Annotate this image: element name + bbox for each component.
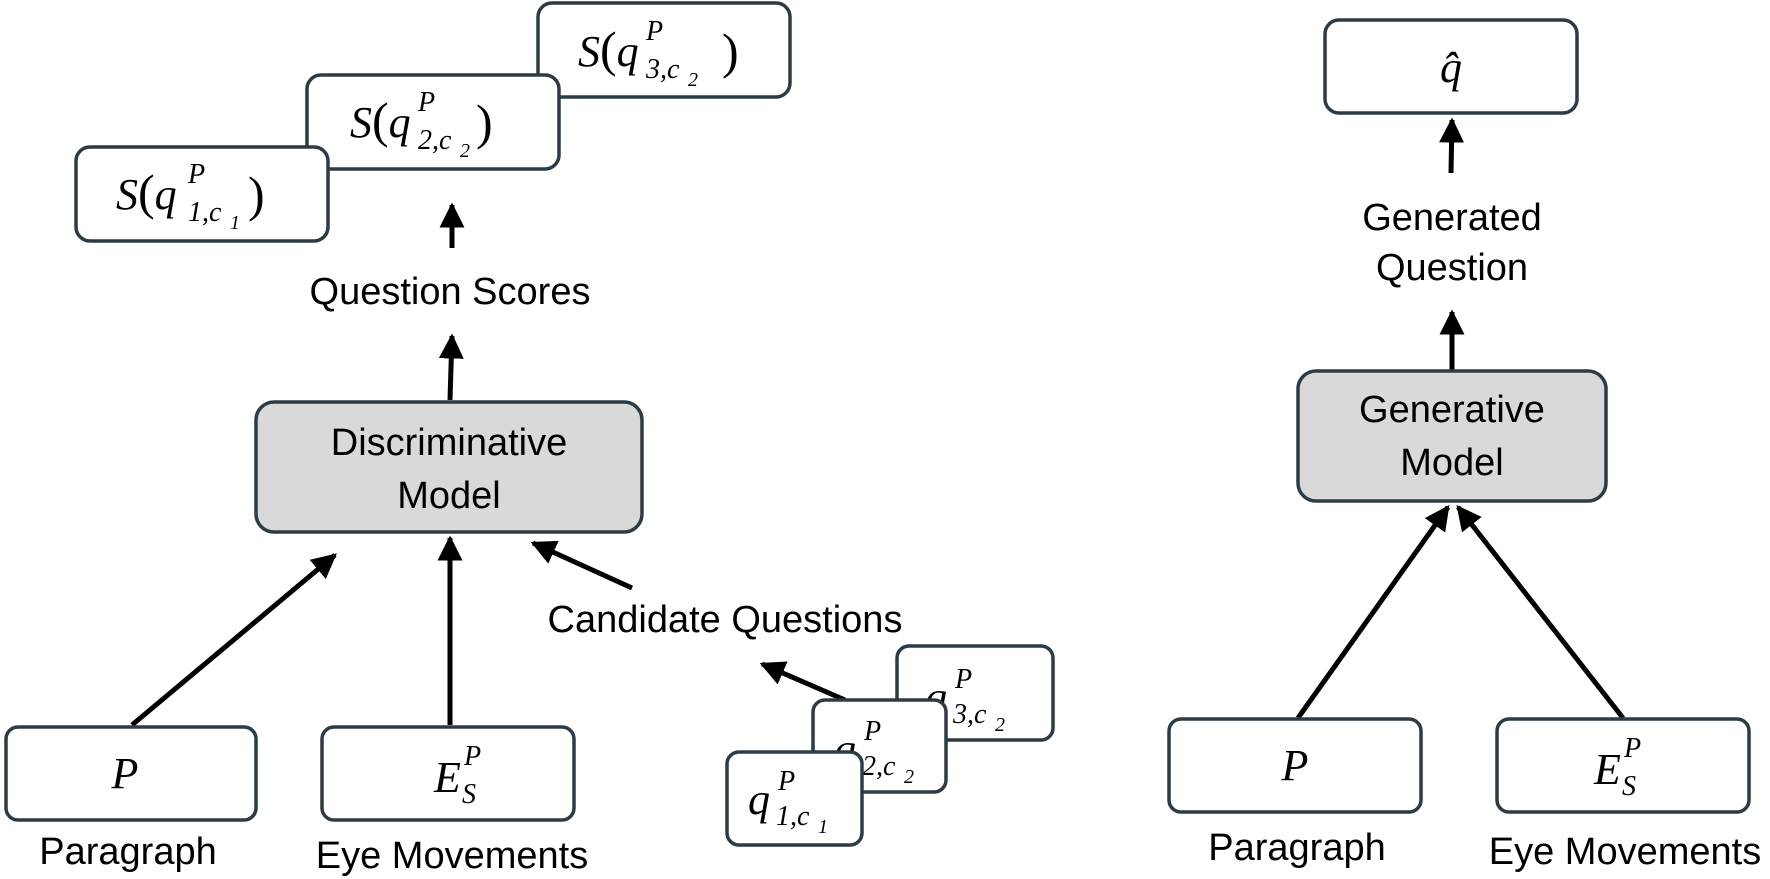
eye-movements-label-left: Eye Movements <box>316 835 588 877</box>
generative-model-box: Generative Model <box>1296 369 1608 503</box>
svg-text:P: P <box>111 749 139 798</box>
svg-text:P: P <box>645 16 663 47</box>
svg-text:Discriminative: Discriminative <box>331 422 567 464</box>
question-scores-label: Question Scores <box>310 271 591 313</box>
svg-text:Model: Model <box>397 475 501 517</box>
arrow-candidates-stack-to-label <box>759 661 846 703</box>
svg-text:1,c: 1,c <box>188 197 222 228</box>
svg-text:P: P <box>1623 733 1641 764</box>
arrow-eye-to-generative <box>1456 505 1625 720</box>
arrow-paragraph-to-model <box>130 553 337 727</box>
paragraph-label-right: Paragraph <box>1208 827 1385 869</box>
svg-text:S(q: S(q <box>116 164 177 220</box>
svg-text:): ) <box>248 166 265 222</box>
discriminative-model-box: Discriminative Model <box>254 400 644 534</box>
svg-text:): ) <box>722 23 739 79</box>
eye-movements-label-right: Eye Movements <box>1489 831 1761 873</box>
svg-text:2: 2 <box>688 69 698 91</box>
score-box-3: S(q P 3,c 2 ) <box>536 1 792 99</box>
arrow-label-to-output <box>1439 117 1465 174</box>
svg-text:2,c: 2,c <box>862 751 896 782</box>
svg-text:): ) <box>476 94 493 150</box>
svg-text:2: 2 <box>460 140 470 162</box>
svg-text:Model: Model <box>1400 442 1504 484</box>
svg-text:3,c: 3,c <box>952 699 987 730</box>
generated-question-label-line2: Question <box>1376 247 1528 289</box>
svg-text:1,c: 1,c <box>776 801 810 832</box>
eye-movements-box-right: E P S <box>1495 717 1751 814</box>
score-box-1: S(q P 1,c 1 ) <box>74 145 330 243</box>
svg-text:S: S <box>462 779 476 810</box>
score-3-fn: S <box>578 27 600 76</box>
paragraph-box-right: P <box>1167 717 1423 814</box>
arrow-paragraph-to-generative <box>1295 504 1451 720</box>
svg-text:1: 1 <box>818 816 828 838</box>
eye-movements-box-left: E P S <box>320 725 576 822</box>
svg-text:3,c: 3,c <box>645 54 680 85</box>
svg-text:E: E <box>433 753 461 802</box>
svg-text:q̂: q̂ <box>1440 43 1462 92</box>
candidate-questions-label: Candidate Questions <box>548 599 903 641</box>
svg-text:S(q: S(q <box>578 21 639 77</box>
paragraph-box-left: P <box>4 725 258 822</box>
generated-question-box: q̂ <box>1323 18 1579 115</box>
candidate-box-1: q P 1,c 1 <box>725 750 864 847</box>
svg-text:2: 2 <box>904 766 914 788</box>
svg-text:P: P <box>1281 741 1309 790</box>
score-box-2: S(q P 2,c 2 ) <box>305 73 561 171</box>
svg-text:P: P <box>463 741 481 772</box>
svg-text:S(q: S(q <box>350 92 411 148</box>
paragraph-label-left: Paragraph <box>39 831 216 873</box>
arrow-model-to-scores <box>438 333 464 401</box>
svg-text:Generative: Generative <box>1359 389 1545 431</box>
svg-text:E: E <box>1593 745 1621 794</box>
generated-question-label-line1: Generated <box>1362 197 1542 239</box>
svg-text:P: P <box>954 664 972 695</box>
svg-text:S: S <box>1622 771 1636 802</box>
svg-text:P: P <box>863 716 881 747</box>
svg-text:P: P <box>187 159 205 190</box>
svg-text:q: q <box>748 775 770 824</box>
arrow-candidates-to-model <box>530 540 634 591</box>
svg-text:P: P <box>777 766 795 797</box>
svg-text:1: 1 <box>230 212 240 234</box>
svg-text:P: P <box>417 87 435 118</box>
svg-text:2: 2 <box>995 714 1005 736</box>
svg-text:2,c: 2,c <box>418 125 452 156</box>
